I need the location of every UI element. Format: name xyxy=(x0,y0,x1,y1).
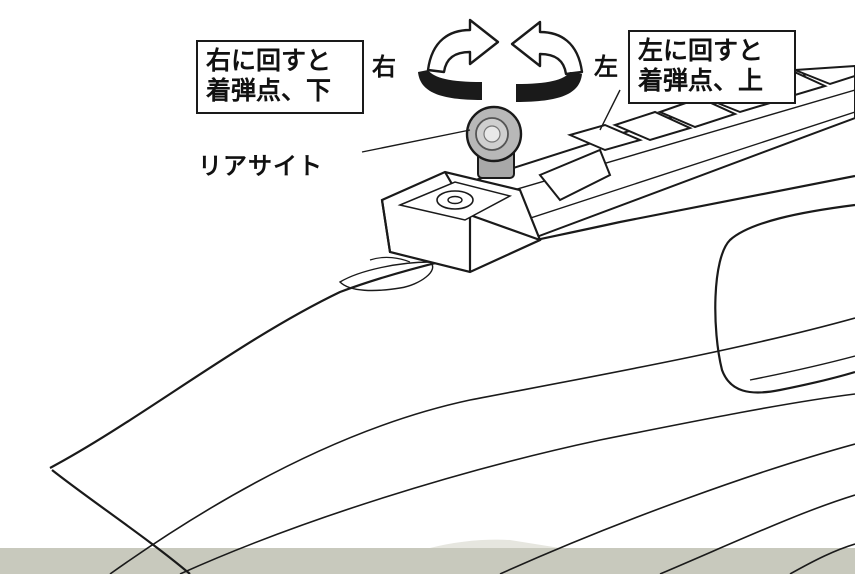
left-direction-label: 左 xyxy=(594,53,618,81)
rear-sight-ring xyxy=(465,105,523,179)
rotate-right-arrow-icon xyxy=(418,18,500,100)
left-note-line2: 着弾点、上 xyxy=(638,66,764,95)
right-note-line1: 右に回すと xyxy=(206,46,332,75)
right-direction-label: 右 xyxy=(372,53,396,81)
rear-sight-leader xyxy=(361,129,471,153)
rotate-left-arrow-icon xyxy=(510,20,584,102)
left-note-line1: 左に回すと xyxy=(638,36,764,65)
sight-base xyxy=(380,170,542,274)
band-highlight xyxy=(430,539,560,548)
left-box-leader xyxy=(599,89,621,131)
right-rotation-note: 右に回すと 着弾点、下 xyxy=(196,40,364,114)
rear-sight-label: リアサイト xyxy=(198,152,323,180)
right-note-line2: 着弾点、下 xyxy=(206,76,332,105)
left-rotation-note: 左に回すと 着弾点、上 xyxy=(628,30,796,104)
